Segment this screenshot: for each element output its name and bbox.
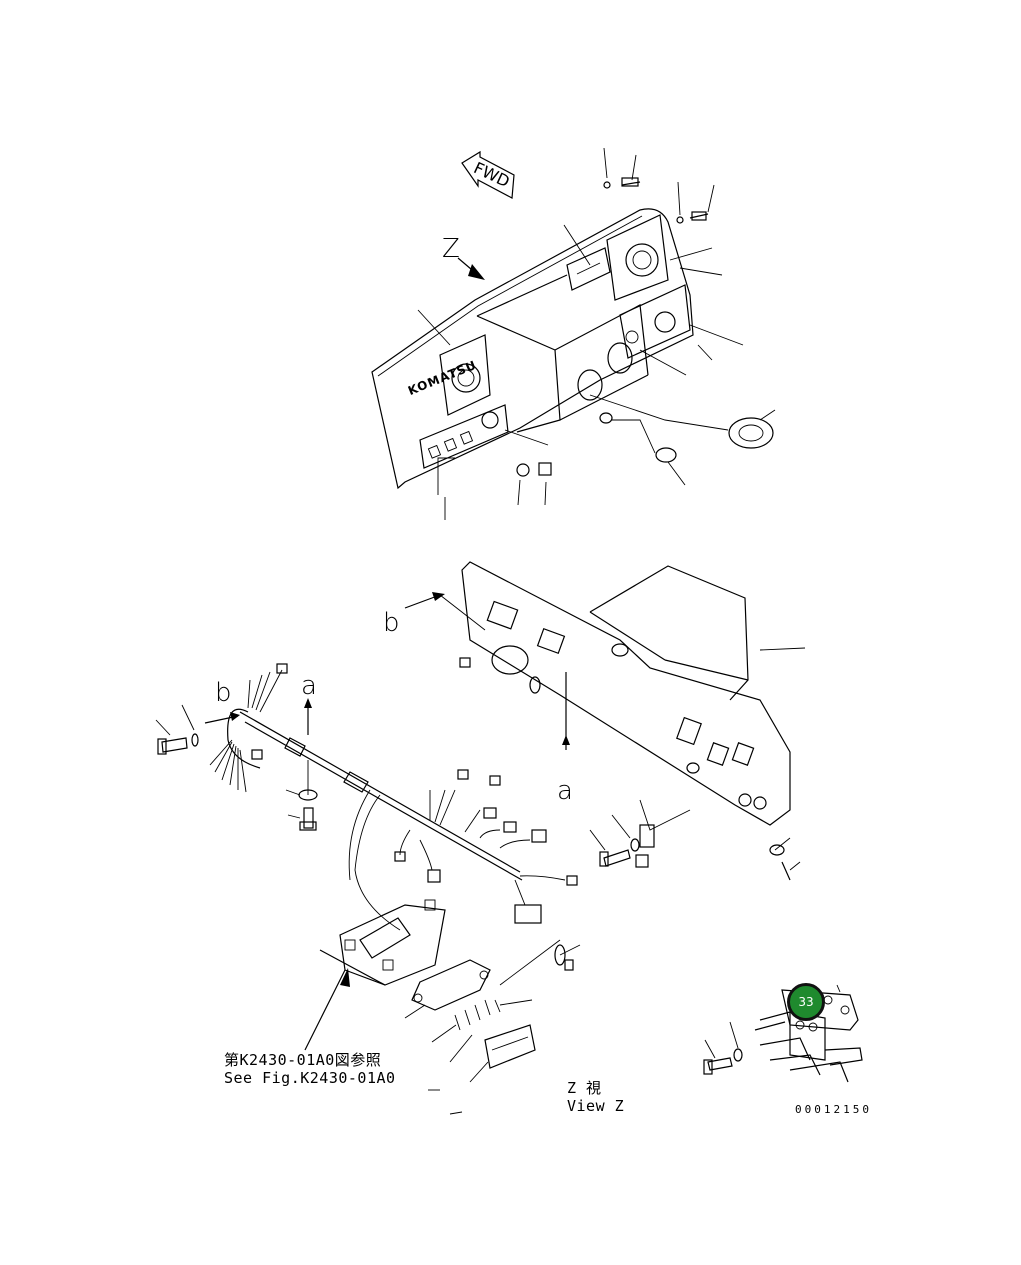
arrow-a-upper-label: a — [301, 671, 317, 701]
view-z-caption-jp: Z 視 — [567, 1079, 602, 1097]
view-z-arrow-label: Z — [442, 234, 460, 264]
arrow-a-lower-label: a — [557, 776, 573, 806]
arrow-b-upper-label: b — [383, 608, 400, 638]
arrow-b-lower-label: b — [215, 678, 232, 708]
view-z-bracket — [703, 984, 863, 1083]
part-callout-marker[interactable]: 33 — [787, 983, 825, 1021]
instrument-panel-upper — [371, 147, 776, 520]
instrument-panel-lower — [155, 561, 806, 1115]
drawing-number: 00012150 — [795, 1103, 872, 1116]
see-figure-note-en: See Fig.K2430-01A0 — [224, 1069, 396, 1087]
see-figure-note-jp: 第K2430-01A0図参照 — [224, 1051, 382, 1069]
view-z-caption-en: View Z — [567, 1097, 625, 1115]
